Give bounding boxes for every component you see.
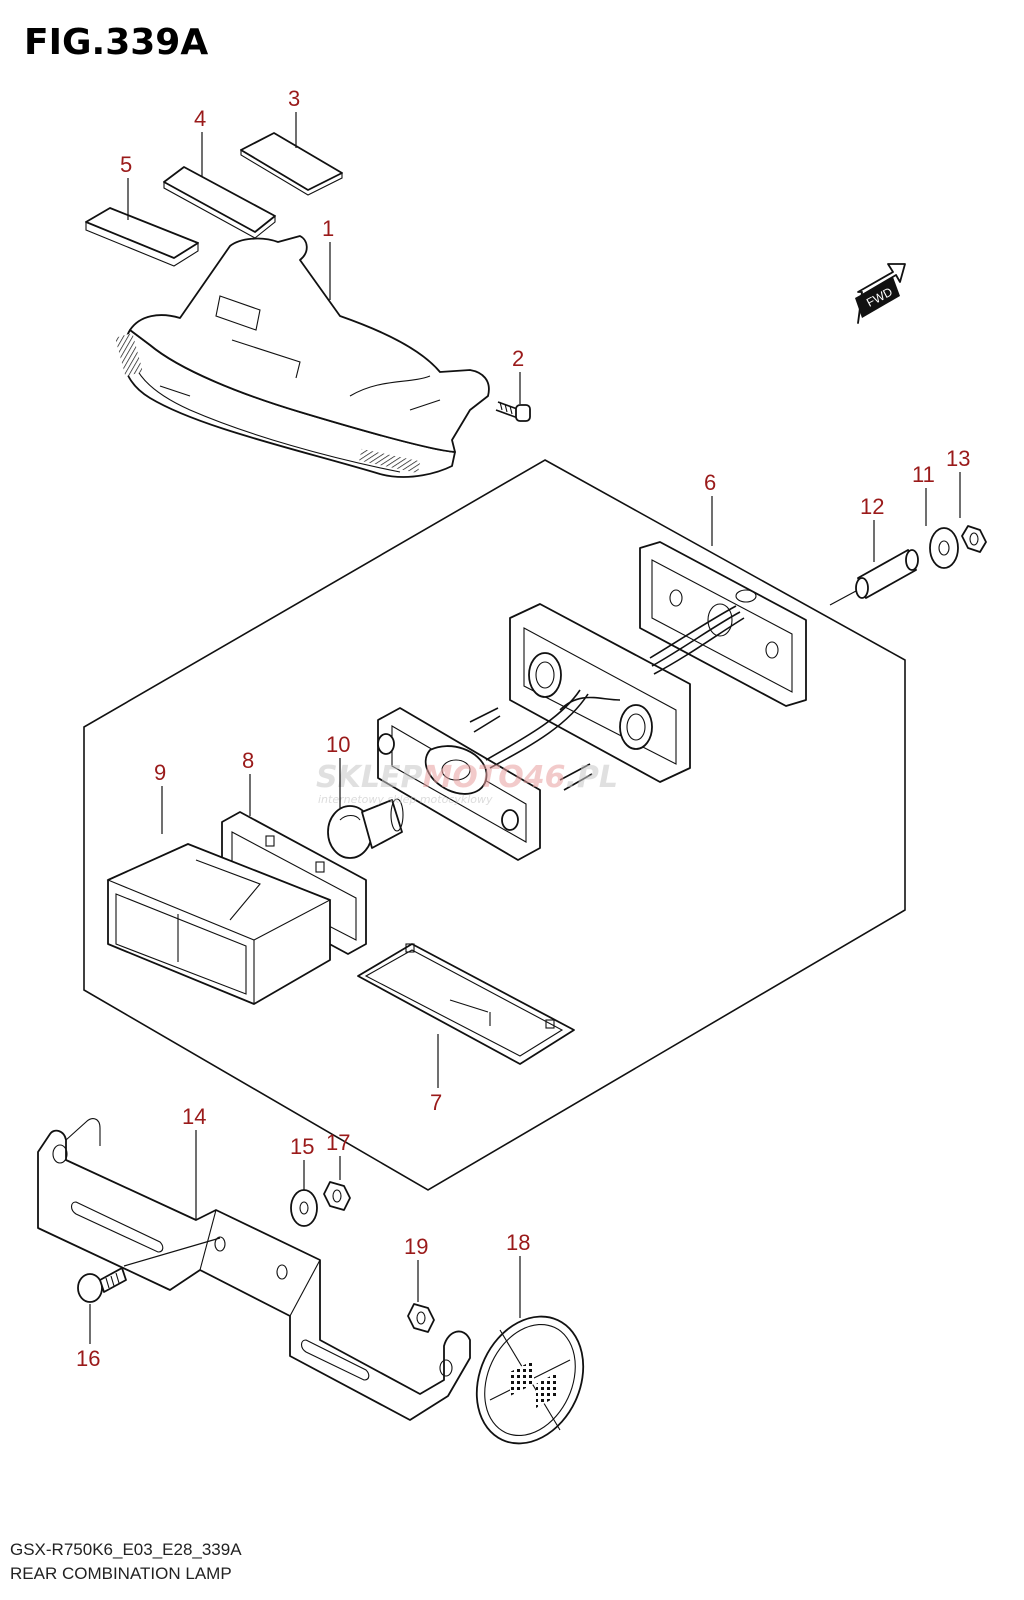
license-lamp-gasket-part-6 (639, 541, 807, 707)
callout-5: 5 (120, 152, 132, 177)
callout-16: 16 (76, 1346, 100, 1371)
callout-11: 11 (912, 462, 935, 487)
tail-lamp-housing-part-1 (115, 235, 490, 478)
pad-part-3 (240, 132, 343, 191)
callout-2: 2 (512, 346, 524, 371)
callout-7: 7 (430, 1090, 442, 1115)
bulb-socket-plate (377, 689, 593, 861)
callout-17: 17 (326, 1130, 350, 1155)
washer-part-11 (929, 527, 959, 569)
washer-part-15 (290, 1189, 318, 1227)
callout-4: 4 (194, 106, 206, 131)
leader-lines (89, 112, 961, 1344)
cushion-grid-part-5 (85, 207, 199, 259)
callout-18: 18 (506, 1230, 530, 1255)
callout-6: 6 (704, 470, 716, 495)
figure-name: REAR COMBINATION LAMP (10, 1564, 232, 1583)
callout-3: 3 (288, 86, 300, 111)
nut-part-19 (407, 1303, 435, 1333)
reflector-round-part-18 (475, 1315, 585, 1445)
fwd-arrow-icon: FWD (855, 263, 906, 324)
lens-cover-part-7 (357, 943, 575, 1065)
callout-15: 15 (290, 1134, 314, 1159)
bulb-part-10 (327, 798, 404, 859)
figure-title: FIG.339A (24, 22, 209, 63)
watermark-tagline: internetowy sklep motocyklowy (318, 793, 493, 806)
callout-1: 1 (322, 216, 334, 241)
callout-9: 9 (154, 760, 166, 785)
bracket-part-14 (37, 1118, 471, 1421)
nut-part-17 (323, 1181, 351, 1211)
callout-14: 14 (182, 1104, 206, 1129)
svg-text:SKLEPMOTO46.PL: SKLEPMOTO46.PL (316, 760, 618, 795)
reflector-strip-part-4 (163, 166, 276, 233)
lamp-base-housing (509, 603, 745, 783)
watermark-brand-a: SKLEP (316, 760, 422, 795)
callout-10: 10 (326, 732, 350, 757)
nut-part-13 (961, 525, 987, 553)
license-lamp-lens-part-9 (106, 843, 332, 1005)
callout-13: 13 (946, 446, 970, 471)
watermark-brand-c: .PL (566, 760, 619, 795)
spacer-part-12 (855, 549, 919, 599)
callout-8: 8 (242, 748, 254, 773)
screw-part-2 (495, 401, 531, 422)
assembly-group-outline (83, 459, 906, 1191)
model-code: GSX-R750K6_E03_E28_339A (10, 1540, 242, 1559)
watermark-brand-b: MOTO46 (422, 760, 565, 795)
callout-19: 19 (404, 1234, 428, 1259)
callout-12: 12 (860, 494, 884, 519)
callouts: 1 2 3 4 5 6 7 8 9 10 11 12 13 14 15 16 1… (76, 86, 970, 1371)
watermark: SKLEPMOTO46.PL internetowy sklep motocyk… (316, 760, 618, 806)
bolt-part-16 (77, 1267, 127, 1303)
